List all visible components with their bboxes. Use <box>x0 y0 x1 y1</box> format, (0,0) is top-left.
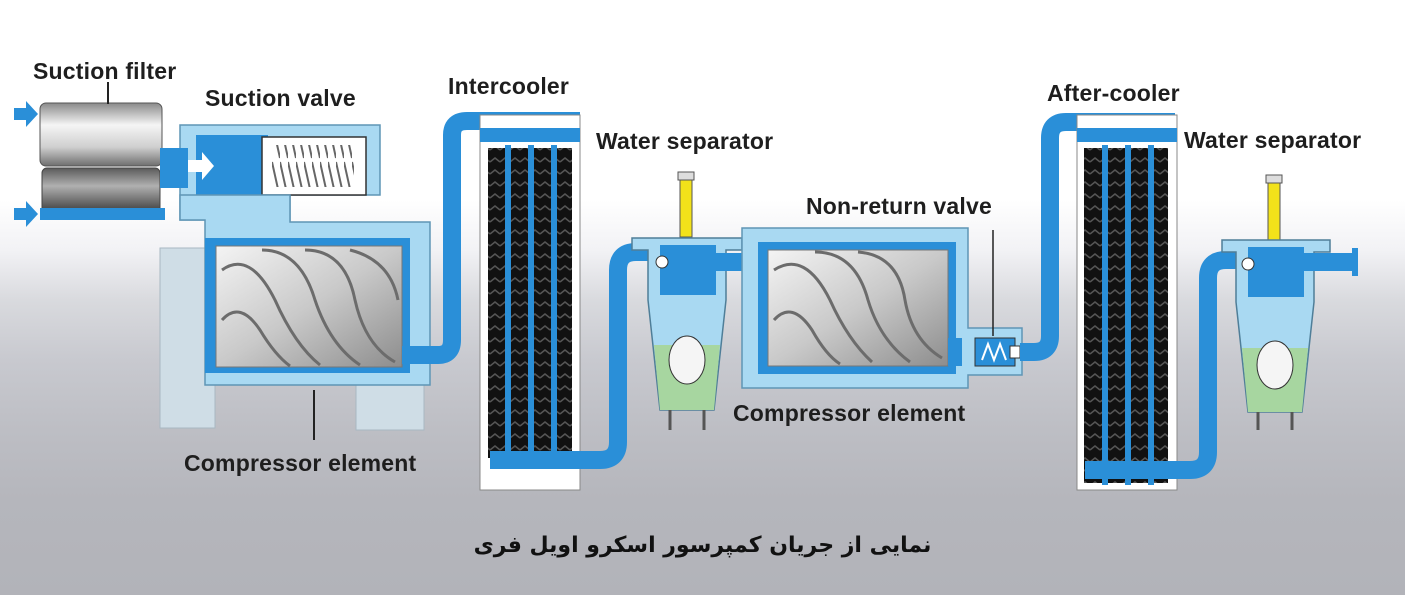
non-return-valve-icon <box>974 230 1021 367</box>
outlet-flange <box>1352 248 1358 276</box>
compressor-element-2-icon <box>741 227 1023 389</box>
label-suction-valve: Suction valve <box>205 85 356 111</box>
pipe-to-intercooler <box>402 112 580 364</box>
inlet-arrow-icon <box>14 101 38 227</box>
intercooler-icon <box>479 114 581 491</box>
pipe-to-water-separator-1 <box>490 243 660 469</box>
label-compressor-element-2: Compressor element <box>733 400 966 426</box>
water-separator-1-icon <box>631 171 743 430</box>
suction-filter-icon <box>39 82 165 220</box>
compressor-element-1-icon <box>179 194 431 440</box>
label-compressor-element-1: Compressor element <box>184 450 417 476</box>
label-intercooler: Intercooler <box>448 73 570 99</box>
label-suction-filter: Suction filter <box>33 58 177 84</box>
pipe-to-water-separator-2 <box>1085 251 1245 479</box>
label-water-separator-2: Water separator <box>1184 127 1362 153</box>
label-non-return-valve: Non-return valve <box>806 193 992 219</box>
after-cooler-icon <box>1076 114 1178 491</box>
label-after-cooler: After-cooler <box>1047 80 1180 106</box>
diagram-caption: نمایی از جریان کمپرسور اسکرو اویل فری <box>473 533 932 558</box>
pipe-to-after-cooler <box>1020 113 1175 361</box>
label-water-separator-1: Water separator <box>596 128 774 154</box>
water-separator-2-icon <box>1221 174 1331 430</box>
